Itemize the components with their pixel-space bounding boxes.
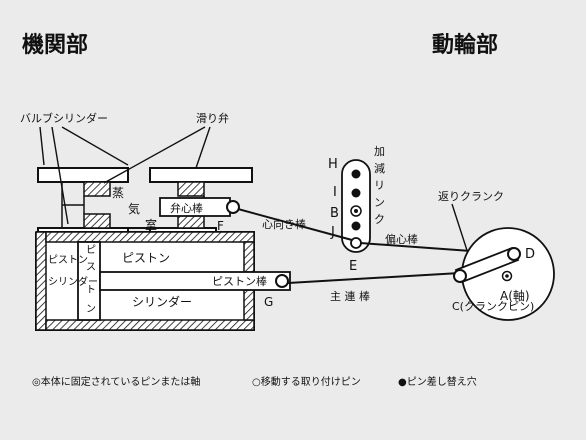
letter-I: I (333, 185, 337, 200)
label-eccentric-rod: 偏心棒 (385, 232, 418, 246)
label-piston-v-2: ト (86, 285, 96, 296)
main-rod-line (287, 272, 461, 284)
label-piston-v-3: ン (86, 304, 96, 315)
label-piston-cyl-2: シリンダー (48, 275, 98, 288)
legend-moving-pin: ○移動する取り付けピン (252, 375, 361, 388)
cylinder-wall-top (45, 231, 255, 243)
link-char-4: ク (374, 213, 385, 226)
callout-return-crank: 返りクランク (438, 190, 504, 203)
label-A: A(軸) (500, 289, 530, 303)
letter-B: B (330, 206, 339, 221)
wheel-title: 動輪部 (432, 32, 498, 58)
heart-rod-line (237, 208, 353, 241)
link-char-3: ン (374, 196, 385, 209)
letter-H: H (328, 157, 338, 172)
label-D: D (525, 247, 535, 262)
legend-fixed-pin: ◎本体に固定されているピンまたは軸 (32, 375, 200, 388)
label-piston-rod: ピストン棒 (212, 274, 267, 288)
hole-J (351, 221, 361, 231)
label-air: 気 (128, 201, 140, 216)
pin-F (226, 200, 240, 214)
callout-slide-valve: 滑り弁 (196, 111, 229, 125)
label-G: G (264, 295, 273, 309)
valve-cylinder-top-left (37, 167, 129, 183)
label-heart-rod: 心向き棒 (262, 217, 306, 231)
hole-I (351, 188, 361, 198)
pin-G (275, 274, 289, 288)
engine-title: 機関部 (22, 32, 88, 58)
label-piston: ピストン (122, 251, 170, 265)
pin-C (453, 269, 467, 283)
legend-swap-hole: ●ピン差し替え穴 (398, 375, 477, 388)
pin-D (507, 247, 521, 261)
cylinder-wall-bottom (45, 319, 255, 331)
link-char-1: 減 (374, 161, 385, 175)
valve-cylinder-top-right (149, 167, 253, 183)
slide-valve-right (177, 181, 205, 197)
label-C: C(クランクピン) (452, 300, 534, 313)
piston-rod (99, 271, 291, 291)
link-char-0: 加 (374, 145, 385, 158)
label-valve-rod: 弁心棒 (170, 201, 203, 215)
label-piston-v-1: ス (86, 262, 96, 273)
link-char-2: リ (374, 179, 385, 192)
cylinder-wall-left (35, 231, 47, 331)
label-main-rod: 主 連 棒 (330, 289, 370, 303)
callout-arrows (39, 126, 475, 273)
label-piston-v-0: ピ (86, 244, 96, 256)
hole-H (351, 169, 361, 179)
letter-J: J (330, 225, 335, 240)
slide-valve-left (83, 181, 111, 197)
label-F: F (217, 219, 224, 233)
label-cylinder: シリンダー (132, 294, 192, 309)
label-chamber: 室 (145, 217, 157, 232)
pin-E (350, 237, 362, 249)
label-steam: 蒸 (112, 186, 124, 200)
letter-E: E (349, 259, 357, 274)
label-piston-cyl-1: ピストン (48, 254, 88, 266)
callout-valve-cylinder: バルブシリンダー (20, 111, 108, 125)
